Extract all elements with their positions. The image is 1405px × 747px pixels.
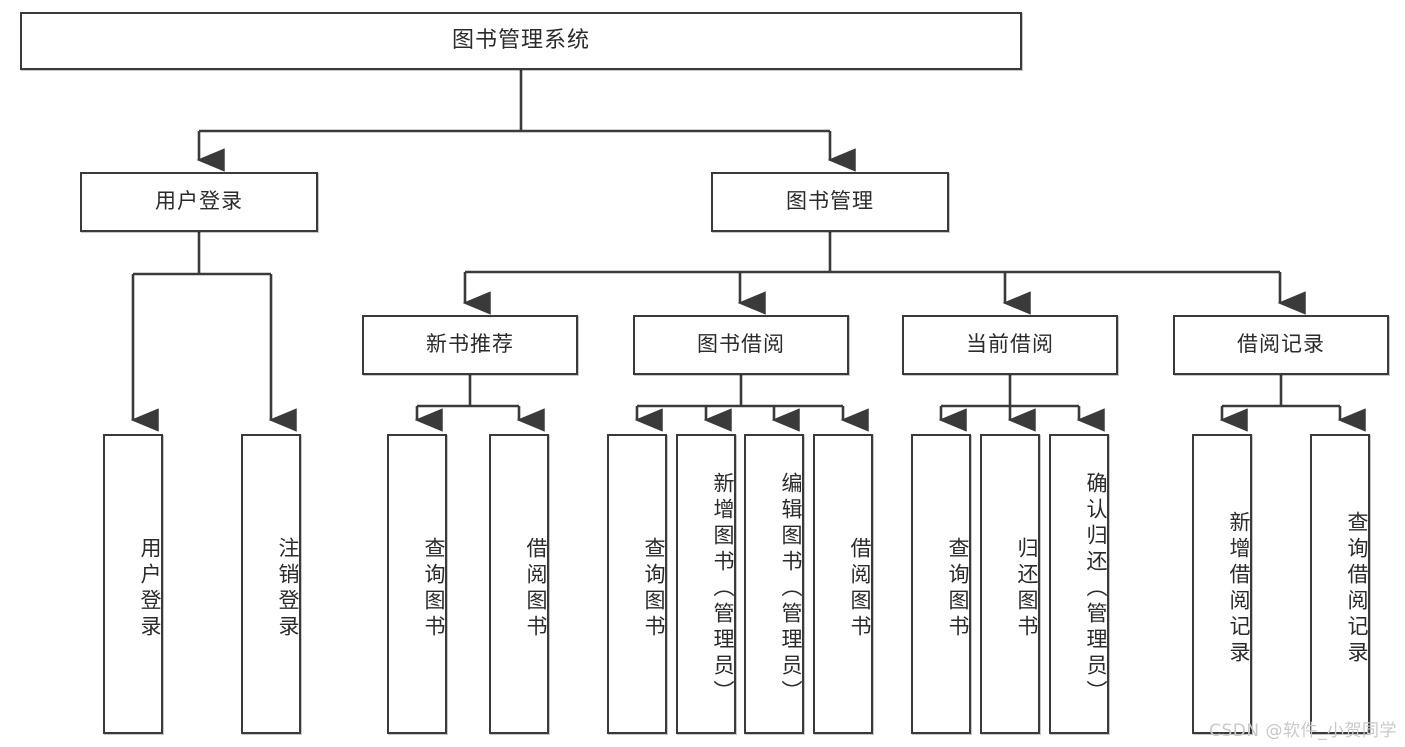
node-label: 查询图书 bbox=[422, 537, 446, 641]
leaf-current-borrow-return[interactable]: 归还图书 bbox=[980, 434, 1040, 734]
node-label: 查询借阅记录 bbox=[1345, 511, 1369, 667]
leaf-book-borrow-add[interactable]: 新增图书（管理员） bbox=[676, 434, 736, 734]
node-label: 新书推荐 bbox=[426, 332, 514, 357]
node-book-management[interactable]: 图书管理 bbox=[711, 172, 949, 232]
node-label: 新增借阅记录 bbox=[1227, 511, 1251, 667]
node-label: 用户登录 bbox=[155, 189, 243, 214]
leaf-borrow-record-add[interactable]: 新增借阅记录 bbox=[1192, 434, 1252, 734]
leaf-new-book-query[interactable]: 查询图书 bbox=[387, 434, 447, 734]
node-label: 图书管理 bbox=[786, 189, 874, 214]
node-label: 借阅记录 bbox=[1237, 332, 1325, 357]
leaf-user-login-signout[interactable]: 注销登录 bbox=[241, 434, 301, 734]
leaf-book-borrow-query[interactable]: 查询图书 bbox=[607, 434, 667, 734]
node-label: 归还图书 bbox=[1015, 537, 1039, 641]
node-label: 用户登录 bbox=[138, 537, 162, 641]
node-current-borrow[interactable]: 当前借阅 bbox=[902, 315, 1118, 375]
leaf-new-book-borrow[interactable]: 借阅图书 bbox=[489, 434, 549, 734]
leaf-book-borrow-borrow[interactable]: 借阅图书 bbox=[813, 434, 873, 734]
node-label: 注销登录 bbox=[276, 537, 300, 641]
leaf-book-borrow-edit[interactable]: 编辑图书（管理员） bbox=[744, 434, 804, 734]
node-label: 编辑图书（管理员） bbox=[779, 472, 803, 706]
node-book-borrow[interactable]: 图书借阅 bbox=[633, 315, 849, 375]
node-label: 查询图书 bbox=[946, 537, 970, 641]
node-label: 借阅图书 bbox=[848, 537, 872, 641]
leaf-user-login-signin[interactable]: 用户登录 bbox=[103, 434, 163, 734]
leaf-current-borrow-query[interactable]: 查询图书 bbox=[911, 434, 971, 734]
node-label: 图书管理系统 bbox=[451, 27, 590, 53]
node-label: 查询图书 bbox=[642, 537, 666, 641]
csdn-watermark: CSDN @软件_小贺同学 bbox=[1209, 721, 1397, 741]
leaf-current-borrow-confirm[interactable]: 确认归还（管理员） bbox=[1049, 434, 1109, 734]
node-new-book-recommend[interactable]: 新书推荐 bbox=[362, 315, 578, 375]
node-user-login[interactable]: 用户登录 bbox=[80, 172, 318, 232]
node-label: 新增图书（管理员） bbox=[711, 472, 735, 706]
node-borrow-record[interactable]: 借阅记录 bbox=[1173, 315, 1389, 375]
node-label: 确认归还（管理员） bbox=[1084, 472, 1108, 706]
node-label: 图书借阅 bbox=[697, 332, 785, 357]
node-root-library-system[interactable]: 图书管理系统 bbox=[20, 12, 1022, 70]
node-label: 借阅图书 bbox=[524, 537, 548, 641]
node-label: 当前借阅 bbox=[966, 332, 1054, 357]
leaf-borrow-record-query[interactable]: 查询借阅记录 bbox=[1310, 434, 1370, 734]
